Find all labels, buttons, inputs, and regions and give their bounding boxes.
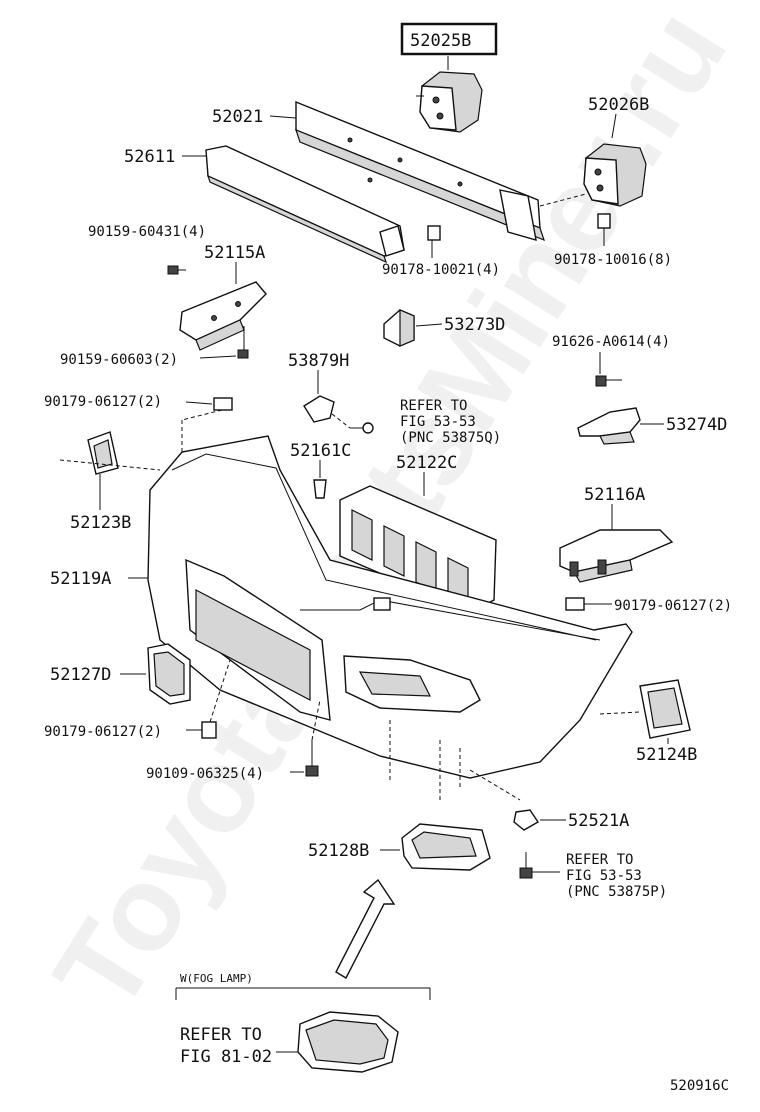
part-52611-absorber[interactable] (205, 145, 405, 264)
part-52026B-bracket[interactable] (583, 143, 647, 207)
part-52123B-cover[interactable] (87, 431, 119, 475)
part-52521A-bracket[interactable] (513, 809, 539, 831)
part-90159-60603-bolt[interactable] (237, 326, 249, 359)
label-90179-06127-c[interactable]: 90179-06127(2) (44, 724, 162, 740)
label-52161C[interactable]: 52161C (290, 441, 351, 461)
part-52161C-clip[interactable] (313, 479, 327, 499)
part-90109-06325-bolt[interactable] (305, 740, 319, 777)
label-52521A[interactable]: 52521A (568, 811, 629, 831)
part-52124B-cover[interactable] (639, 679, 691, 739)
label-52611[interactable]: 52611 (124, 147, 175, 167)
part-clip-53875P[interactable] (519, 852, 560, 879)
refer-53875Q-line2[interactable]: FIG 53-53 (400, 414, 476, 430)
label-52021[interactable]: 52021 (212, 107, 263, 127)
part-90179-06127-clip-c[interactable] (201, 721, 217, 739)
diagram-code: 520916C (670, 1078, 729, 1094)
fog-lamp-section: W(FOG LAMP) REFER TO FIG 81-02 (175, 972, 431, 1073)
label-52115A[interactable]: 52115A (204, 243, 265, 263)
label-90178-10021[interactable]: 90178-10021(4) (382, 262, 500, 278)
label-52116A[interactable]: 52116A (584, 485, 645, 505)
refer-53875Q-line3: (PNC 53875Q) (400, 430, 501, 446)
label-90159-60603[interactable]: 90159-60603(2) (60, 352, 178, 368)
label-90179-06127-a[interactable]: 90179-06127(2) (44, 394, 162, 410)
part-52119A-bumper-cover[interactable] (147, 435, 633, 779)
refer-53875P-line1: REFER TO (566, 852, 633, 868)
refer-53875Q-line1: REFER TO (400, 398, 467, 414)
part-90178-10016-nut[interactable] (597, 213, 611, 229)
refer-81-02-line1: REFER TO (180, 1025, 262, 1045)
part-91626-A0614-bolt[interactable] (595, 375, 622, 387)
part-53879H-bracket[interactable] (303, 395, 335, 423)
label-90109-06325[interactable]: 90109-06325(4) (146, 766, 264, 782)
refer-81-02-line2[interactable]: FIG 81-02 (180, 1047, 272, 1067)
part-52127D-grille[interactable] (147, 643, 191, 705)
label-53879H[interactable]: 53879H (288, 351, 349, 371)
label-52123B[interactable]: 52123B (70, 513, 131, 533)
part-52021-reinforcement[interactable] (295, 100, 545, 242)
label-53273D[interactable]: 53273D (444, 315, 505, 335)
part-90178-10021-nut[interactable] (427, 225, 441, 241)
label-90179-06127-b[interactable]: 90179-06127(2) (614, 598, 732, 614)
part-clip-53875Q[interactable] (331, 413, 374, 434)
label-91626-A0614[interactable]: 91626-A0614(4) (552, 334, 670, 350)
label-52124B[interactable]: 52124B (636, 745, 697, 765)
label-90159-60431[interactable]: 90159-60431(4) (88, 224, 206, 240)
part-90179-06127-clip-a[interactable] (213, 397, 233, 411)
part-90159-60431-bolt[interactable] (167, 265, 186, 275)
label-52119A[interactable]: 52119A (50, 569, 111, 589)
part-53273D-bracket[interactable] (383, 309, 415, 347)
refer-53875P-line3: (PNC 53875P) (566, 884, 667, 900)
label-52128B[interactable]: 52128B (308, 841, 369, 861)
label-53274D[interactable]: 53274D (666, 415, 727, 435)
arrow-icon (335, 878, 396, 979)
part-53274D-bracket[interactable] (577, 407, 641, 445)
part-52122C-grille[interactable] (339, 485, 497, 613)
fog-lamp-part[interactable] (297, 1011, 399, 1073)
part-52116A-bracket[interactable] (559, 529, 674, 583)
label-52122C[interactable]: 52122C (396, 453, 457, 473)
refer-53875P-line2[interactable]: FIG 53-53 (566, 868, 642, 884)
refer-53875Q: REFER TO FIG 53-53 (PNC 53875Q) (400, 398, 501, 446)
label-90178-10016[interactable]: 90178-10016(8) (554, 252, 672, 268)
part-90179-06127-clip-b[interactable] (565, 597, 585, 611)
refer-53875P: REFER TO FIG 53-53 (PNC 53875P) (566, 852, 667, 900)
label-52127D[interactable]: 52127D (50, 665, 111, 685)
label-52025B[interactable]: 52025B (410, 31, 471, 51)
part-52025B-bracket[interactable] (416, 71, 483, 133)
part-52115A-bracket[interactable] (179, 281, 267, 351)
fog-lamp-note: W(FOG LAMP) (180, 972, 253, 985)
label-52026B[interactable]: 52026B (588, 95, 649, 115)
highlight-box-52025B[interactable] (400, 22, 498, 56)
part-52128B-cover[interactable] (401, 823, 491, 871)
